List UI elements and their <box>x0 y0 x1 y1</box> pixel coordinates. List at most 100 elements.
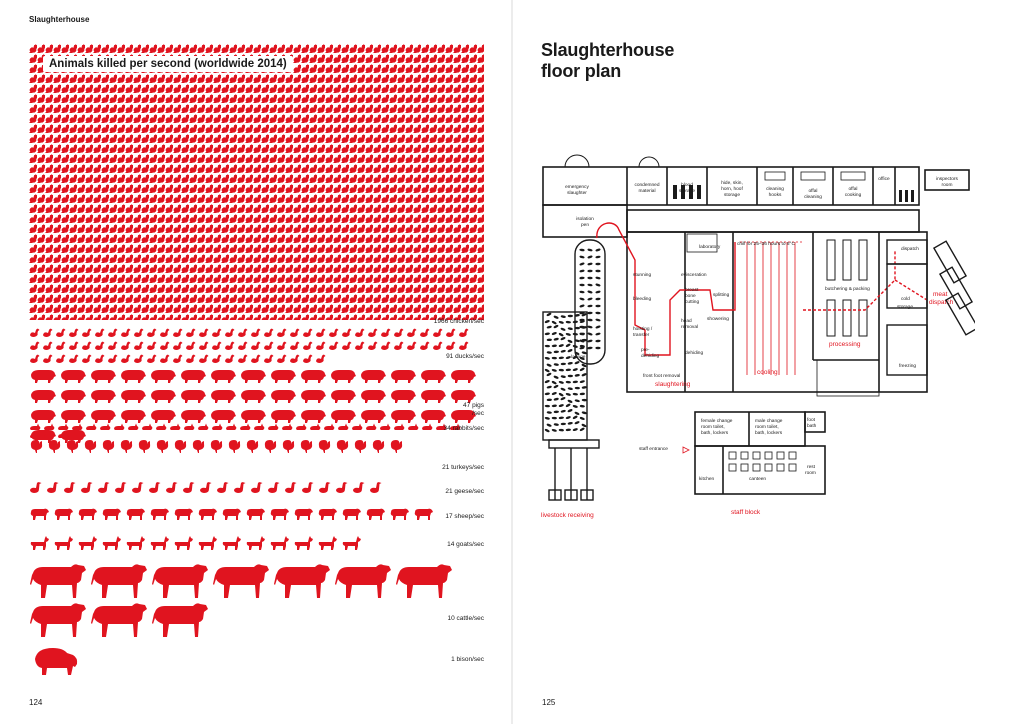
lairage-animal-icon <box>595 304 601 308</box>
duck-icon <box>459 328 469 337</box>
lairage-animal-icon <box>581 363 587 368</box>
goose-icon <box>234 482 246 493</box>
lairage-animal-icon <box>546 372 552 377</box>
lairage-animal-icon <box>595 311 601 315</box>
lairage-animal-icon <box>546 411 552 414</box>
sheep-pictogram-row <box>29 507 469 521</box>
lairage-animal-icon <box>579 357 585 360</box>
rabbit-icon <box>254 423 265 430</box>
turkey-icon <box>30 440 43 453</box>
label-office: office <box>878 176 890 182</box>
rabbit-icon <box>212 423 223 430</box>
lairage-animal-icon <box>544 332 550 336</box>
pig-icon <box>391 370 416 383</box>
duck-icon <box>186 328 196 337</box>
duck-icon <box>290 341 300 350</box>
lairage-animal-icon <box>551 381 557 385</box>
pig-icon <box>241 410 266 423</box>
pig-count-label: 47 pigs /sec <box>463 402 484 418</box>
goose-pictogram-row <box>29 481 469 495</box>
lairage-animal-icon <box>567 314 573 318</box>
duck-icon <box>316 354 326 363</box>
lairage-animal-icon <box>574 361 580 365</box>
cattle-icon <box>396 564 452 598</box>
pig-icon <box>91 410 116 423</box>
duck-icon <box>56 354 66 363</box>
lairage-animal-icon <box>551 429 557 432</box>
lairage-animal-icon <box>553 337 559 341</box>
rabbit-icon <box>86 423 97 430</box>
lairage-animal-icon <box>587 283 593 287</box>
lairage-animal-icon <box>567 399 573 403</box>
pig-icon <box>31 370 56 383</box>
label-offal-cleaning-2: cleaning <box>804 194 822 200</box>
sheep-icon <box>30 508 49 520</box>
duck-icon <box>186 341 196 350</box>
lairage-animal-icon <box>572 320 578 324</box>
rabbit-icon <box>44 423 55 430</box>
goat-pictogram-row <box>29 535 469 551</box>
cattle-icon <box>213 564 269 598</box>
lairage-animal-icon <box>581 373 587 377</box>
goat-icon <box>270 536 289 550</box>
lairage-animal-icon <box>567 387 573 390</box>
duck-icon <box>459 341 469 350</box>
lairage-animal-icon <box>574 326 580 330</box>
pig-icon <box>91 390 116 403</box>
lairage-animal-icon <box>572 392 578 396</box>
lairage-animal-icon <box>595 255 601 259</box>
rabbit-icon <box>72 423 83 430</box>
cooling-rails <box>740 241 803 375</box>
turkey-icon <box>102 440 115 453</box>
duck-icon <box>160 341 170 350</box>
lairage-animal-icon <box>572 428 578 431</box>
duck-icon <box>407 328 417 337</box>
lairage-animal-icon <box>565 380 571 384</box>
goat-icon <box>102 536 121 550</box>
duck-icon <box>303 328 313 337</box>
lairage-animal-icon <box>551 321 557 325</box>
zone-processing: processing <box>829 341 861 348</box>
staff-tables <box>728 451 797 472</box>
label-hide-1: hide, skin, <box>721 180 743 186</box>
lairage-animal-icon <box>560 315 566 318</box>
duck-icon <box>277 341 287 350</box>
chicken-count-label: 1966 chicken/sec <box>433 318 484 325</box>
rabbit-count-label: 34 rabbits/sec <box>443 425 484 432</box>
lairage-animal-icon <box>544 417 550 420</box>
lairage-animal-icon <box>595 339 601 343</box>
lairage-animal-icon <box>579 392 585 396</box>
lairage-animal-icon <box>579 332 585 336</box>
lairage-animal-icon <box>551 392 557 395</box>
rabbit-icon <box>352 423 363 430</box>
lairage-animal-icon <box>595 290 601 294</box>
lairage-animal-icon <box>565 428 571 432</box>
label-breast-3: cutting <box>685 299 699 305</box>
lairage-animal-icon <box>595 325 601 329</box>
lairage-animal-icon <box>553 410 559 414</box>
duck-icon <box>355 328 365 337</box>
turkey-icon <box>48 440 61 453</box>
label-breast-2: bone <box>685 293 696 299</box>
rabbit-icon <box>310 423 321 430</box>
duck-icon <box>264 328 274 337</box>
duck-icon <box>160 354 170 363</box>
lairage-animal-icon <box>565 403 571 407</box>
label-male-2: room toilet, <box>755 424 779 430</box>
pig-icon <box>31 430 56 443</box>
label-front-foot: front foot removal <box>643 373 680 379</box>
pig-icon <box>211 370 236 383</box>
label-cleaning-1: cleaning <box>766 186 784 192</box>
bison-count-label: 1 bison/sec <box>451 656 484 663</box>
goat-icon <box>126 536 145 550</box>
goat-icon <box>198 536 217 550</box>
lairage-animals <box>544 248 601 433</box>
label-cold-1: cold <box>901 296 910 302</box>
lairage-animal-icon <box>560 362 566 366</box>
duck-icon <box>30 328 40 337</box>
duck-icon <box>433 328 443 337</box>
turkey-icon <box>210 440 223 453</box>
turkey-icon <box>264 440 277 453</box>
pig-icon <box>451 370 476 383</box>
rabbit-icon <box>170 423 181 430</box>
